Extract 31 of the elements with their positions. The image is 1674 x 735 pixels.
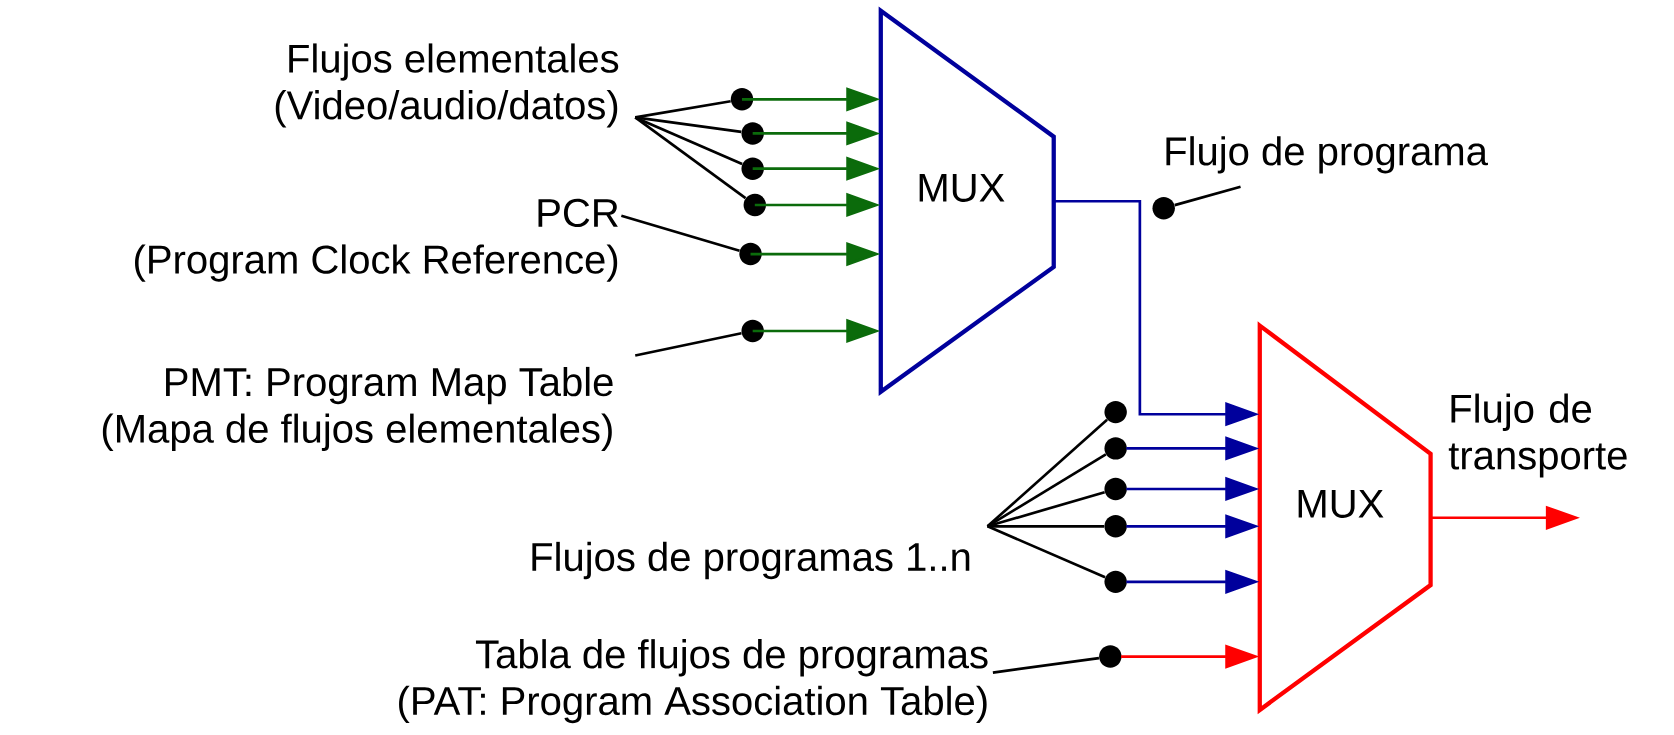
dot [741, 157, 764, 181]
leader-line [987, 491, 1105, 528]
label-text: Flujos de programas 1..n [532, 542, 970, 580]
dot [1104, 437, 1127, 460]
leader-line [620, 214, 740, 253]
leader-line [1174, 185, 1241, 207]
dot [743, 194, 766, 217]
label-text: Flujos elementales (Video/audio/datos) [275, 43, 619, 128]
leader-line [635, 100, 731, 119]
dot [1099, 645, 1122, 669]
dot [1152, 197, 1175, 220]
leader-line [635, 116, 742, 134]
leader-line [634, 332, 742, 358]
leader-line [634, 116, 747, 200]
label-text: Flujo de transporte [1448, 393, 1627, 478]
dot [739, 243, 762, 266]
leader-line [986, 453, 1107, 528]
dot [1104, 515, 1127, 538]
leader-line [987, 525, 1105, 528]
label-text: PCR (Program Clock Reference) [135, 198, 618, 282]
dot [1104, 478, 1127, 501]
label-text: PMT: Program Map Table (Mapa de flujos elementales) [102, 367, 613, 452]
dot [730, 88, 754, 111]
leader-line [987, 525, 1106, 579]
label-text: Tabla de flujos de programas (PAT: Program Association Table) [399, 639, 988, 724]
leader-line [992, 657, 1100, 675]
dot [1104, 570, 1127, 594]
dot [1104, 401, 1127, 424]
label-text: Flujo de programa [1166, 136, 1488, 174]
dot [741, 320, 764, 343]
dot [741, 122, 764, 145]
